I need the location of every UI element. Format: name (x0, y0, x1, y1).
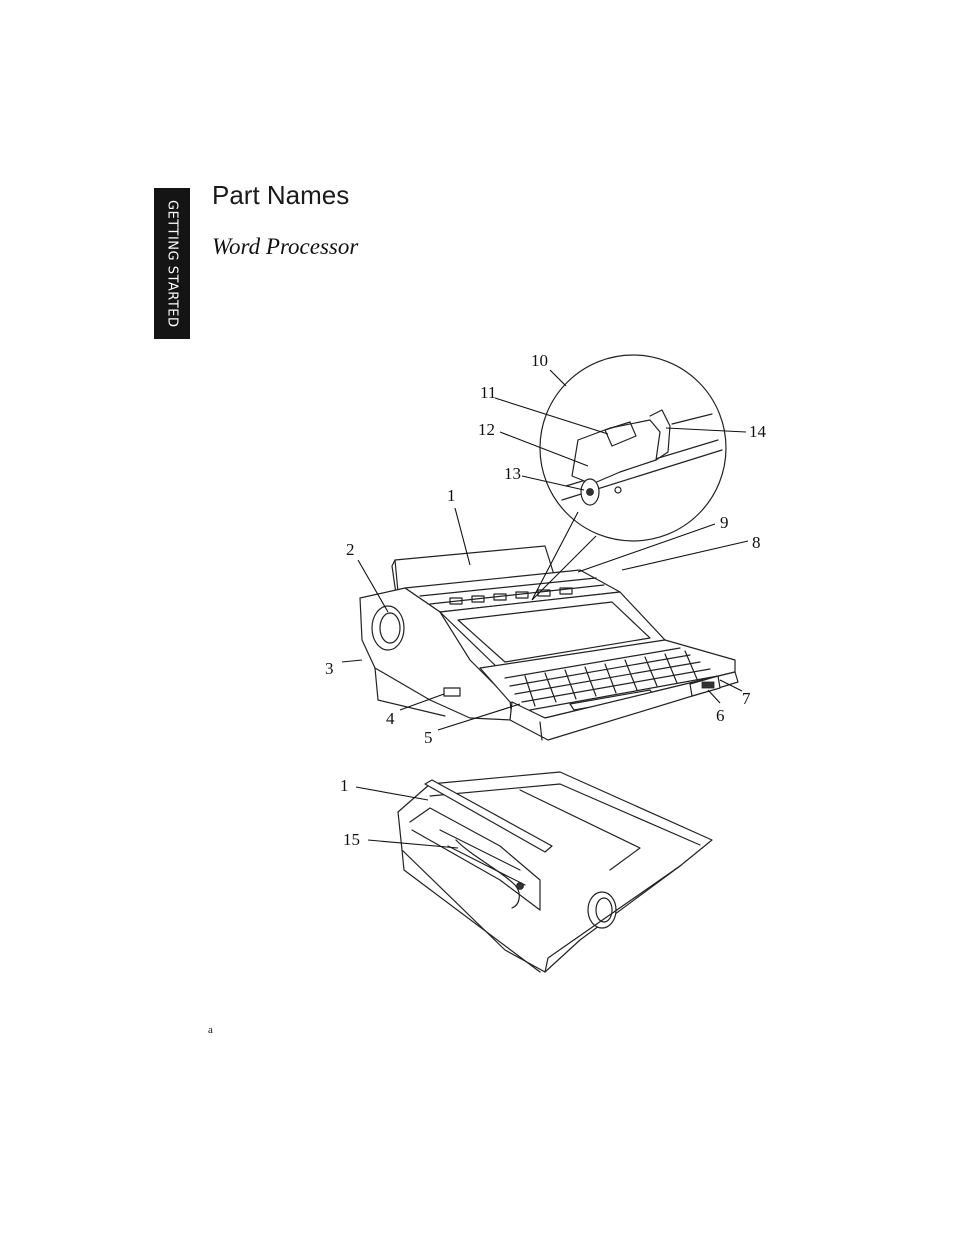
callout-labels: 1 2 3 4 5 6 7 8 9 10 11 12 13 14 1 15 (325, 351, 767, 849)
callout-10: 10 (531, 351, 548, 370)
callout-4: 4 (386, 709, 395, 728)
callout-14: 14 (749, 422, 767, 441)
callout-3: 3 (325, 659, 334, 678)
callout-leaders (341, 369, 749, 849)
page-subtitle: Word Processor (212, 234, 359, 259)
callout-2: 2 (346, 540, 355, 559)
callout-13: 13 (504, 464, 521, 483)
callout-1: 1 (447, 486, 456, 505)
callout-9: 9 (720, 513, 729, 532)
page-title: Part Names (212, 180, 350, 210)
word-processor-front-view (359, 545, 739, 741)
word-processor-rear-view (397, 771, 713, 973)
section-tab-label: GETTING STARTED (164, 199, 180, 328)
callout-1-rear: 1 (340, 776, 349, 795)
callout-11: 11 (480, 383, 496, 402)
page-number: a (208, 1024, 213, 1036)
callout-7: 7 (742, 689, 751, 708)
callout-6: 6 (716, 706, 725, 725)
callout-5: 5 (424, 728, 433, 747)
print-head-detail-view (531, 354, 727, 601)
section-tab: GETTING STARTED (154, 188, 190, 339)
callout-12: 12 (478, 420, 495, 439)
callout-8: 8 (752, 533, 761, 552)
callout-15: 15 (343, 830, 360, 849)
